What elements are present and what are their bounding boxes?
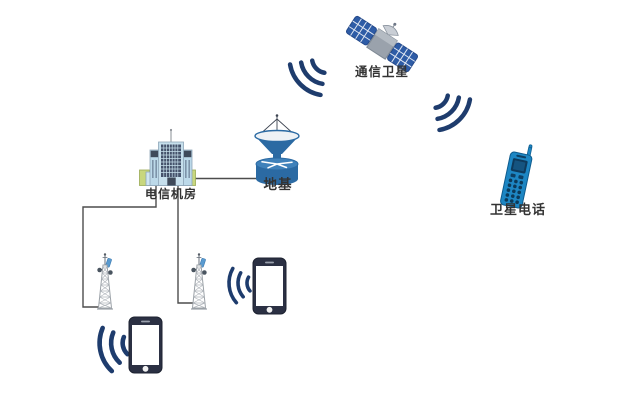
label-satellite-phone: 卫星电话 (489, 202, 546, 217)
satellite-icon (345, 15, 419, 73)
signal-arc-ground-to-satellite-icon (285, 51, 333, 99)
signal-arc-satellite-to-satphone-icon (426, 86, 474, 134)
signal-arc-smartphone-right-icon (225, 265, 253, 306)
label-communication-satellite: 通信卫星 (354, 65, 409, 79)
smartphone-bottom-icon (128, 316, 163, 374)
label-ground-station: 地基 (263, 177, 293, 192)
satellite-phone-icon (500, 144, 533, 209)
satellite-dish-station-icon (254, 114, 300, 185)
wire-room-to-right-tower (177, 185, 194, 304)
wire-room-to-left-tower (82, 185, 157, 308)
telecom-building-icon (139, 128, 196, 186)
connector-lines (82, 177, 256, 308)
cell-tower-left-icon (96, 252, 114, 310)
cell-tower-right-icon (190, 252, 208, 310)
signal-arc-smartphone-bottom-icon (96, 324, 130, 372)
smartphone-right-icon (252, 257, 287, 315)
label-telecom-room: 电信机房 (144, 187, 197, 201)
